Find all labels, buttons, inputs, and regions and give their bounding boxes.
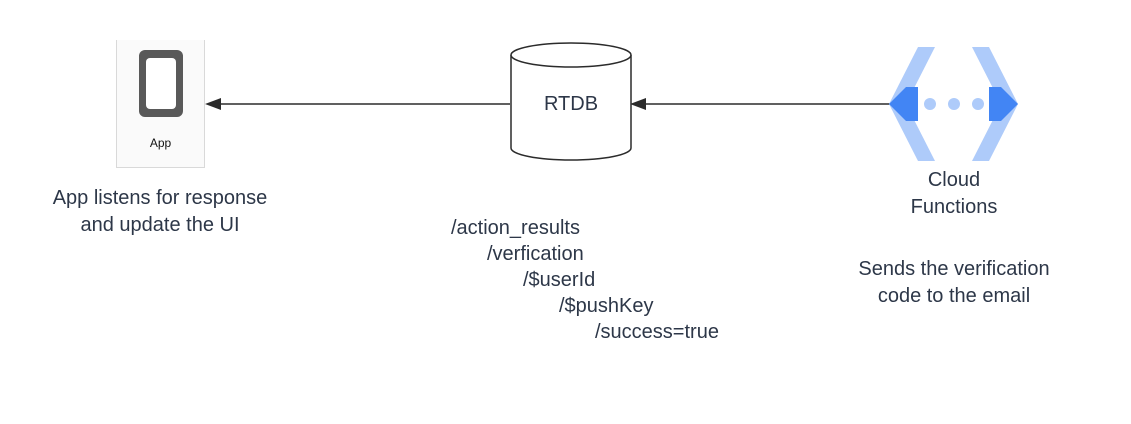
rtdb-path-level-4: /$pushKey [559, 295, 654, 317]
rtdb-label: RTDB [543, 93, 599, 115]
app-caption-line: and update the UI [80, 214, 240, 236]
cloud-functions-icon [889, 47, 1018, 161]
phone-icon [139, 50, 183, 117]
rtdb-database-icon [510, 42, 632, 161]
cloud-functions-caption-line: Sends the verification [858, 258, 1050, 280]
rtdb-path-level-3: /$userId [523, 269, 596, 291]
arrow-rtdb-to-app [205, 98, 510, 110]
cloud-functions-title-line: Cloud [927, 169, 981, 191]
app-caption: App listens for response and update the … [30, 185, 290, 239]
cloud-functions-caption-line: code to the email [877, 285, 1031, 307]
app-label: App [149, 136, 172, 150]
app-node: App [116, 40, 205, 168]
arrow-cf-to-rtdb [630, 98, 890, 110]
rtdb-path-level-5: /success=true [595, 321, 719, 343]
rtdb-path-level-1: /action_results [451, 217, 580, 239]
rtdb-path-level-2: /verfication [487, 243, 584, 265]
cloud-functions-title-line: Functions [910, 196, 998, 218]
cloud-functions-caption: Sends the verification code to the email [844, 256, 1064, 310]
app-caption-line: App listens for response [52, 187, 268, 209]
cloud-functions-title: Cloud Functions [874, 167, 1034, 221]
